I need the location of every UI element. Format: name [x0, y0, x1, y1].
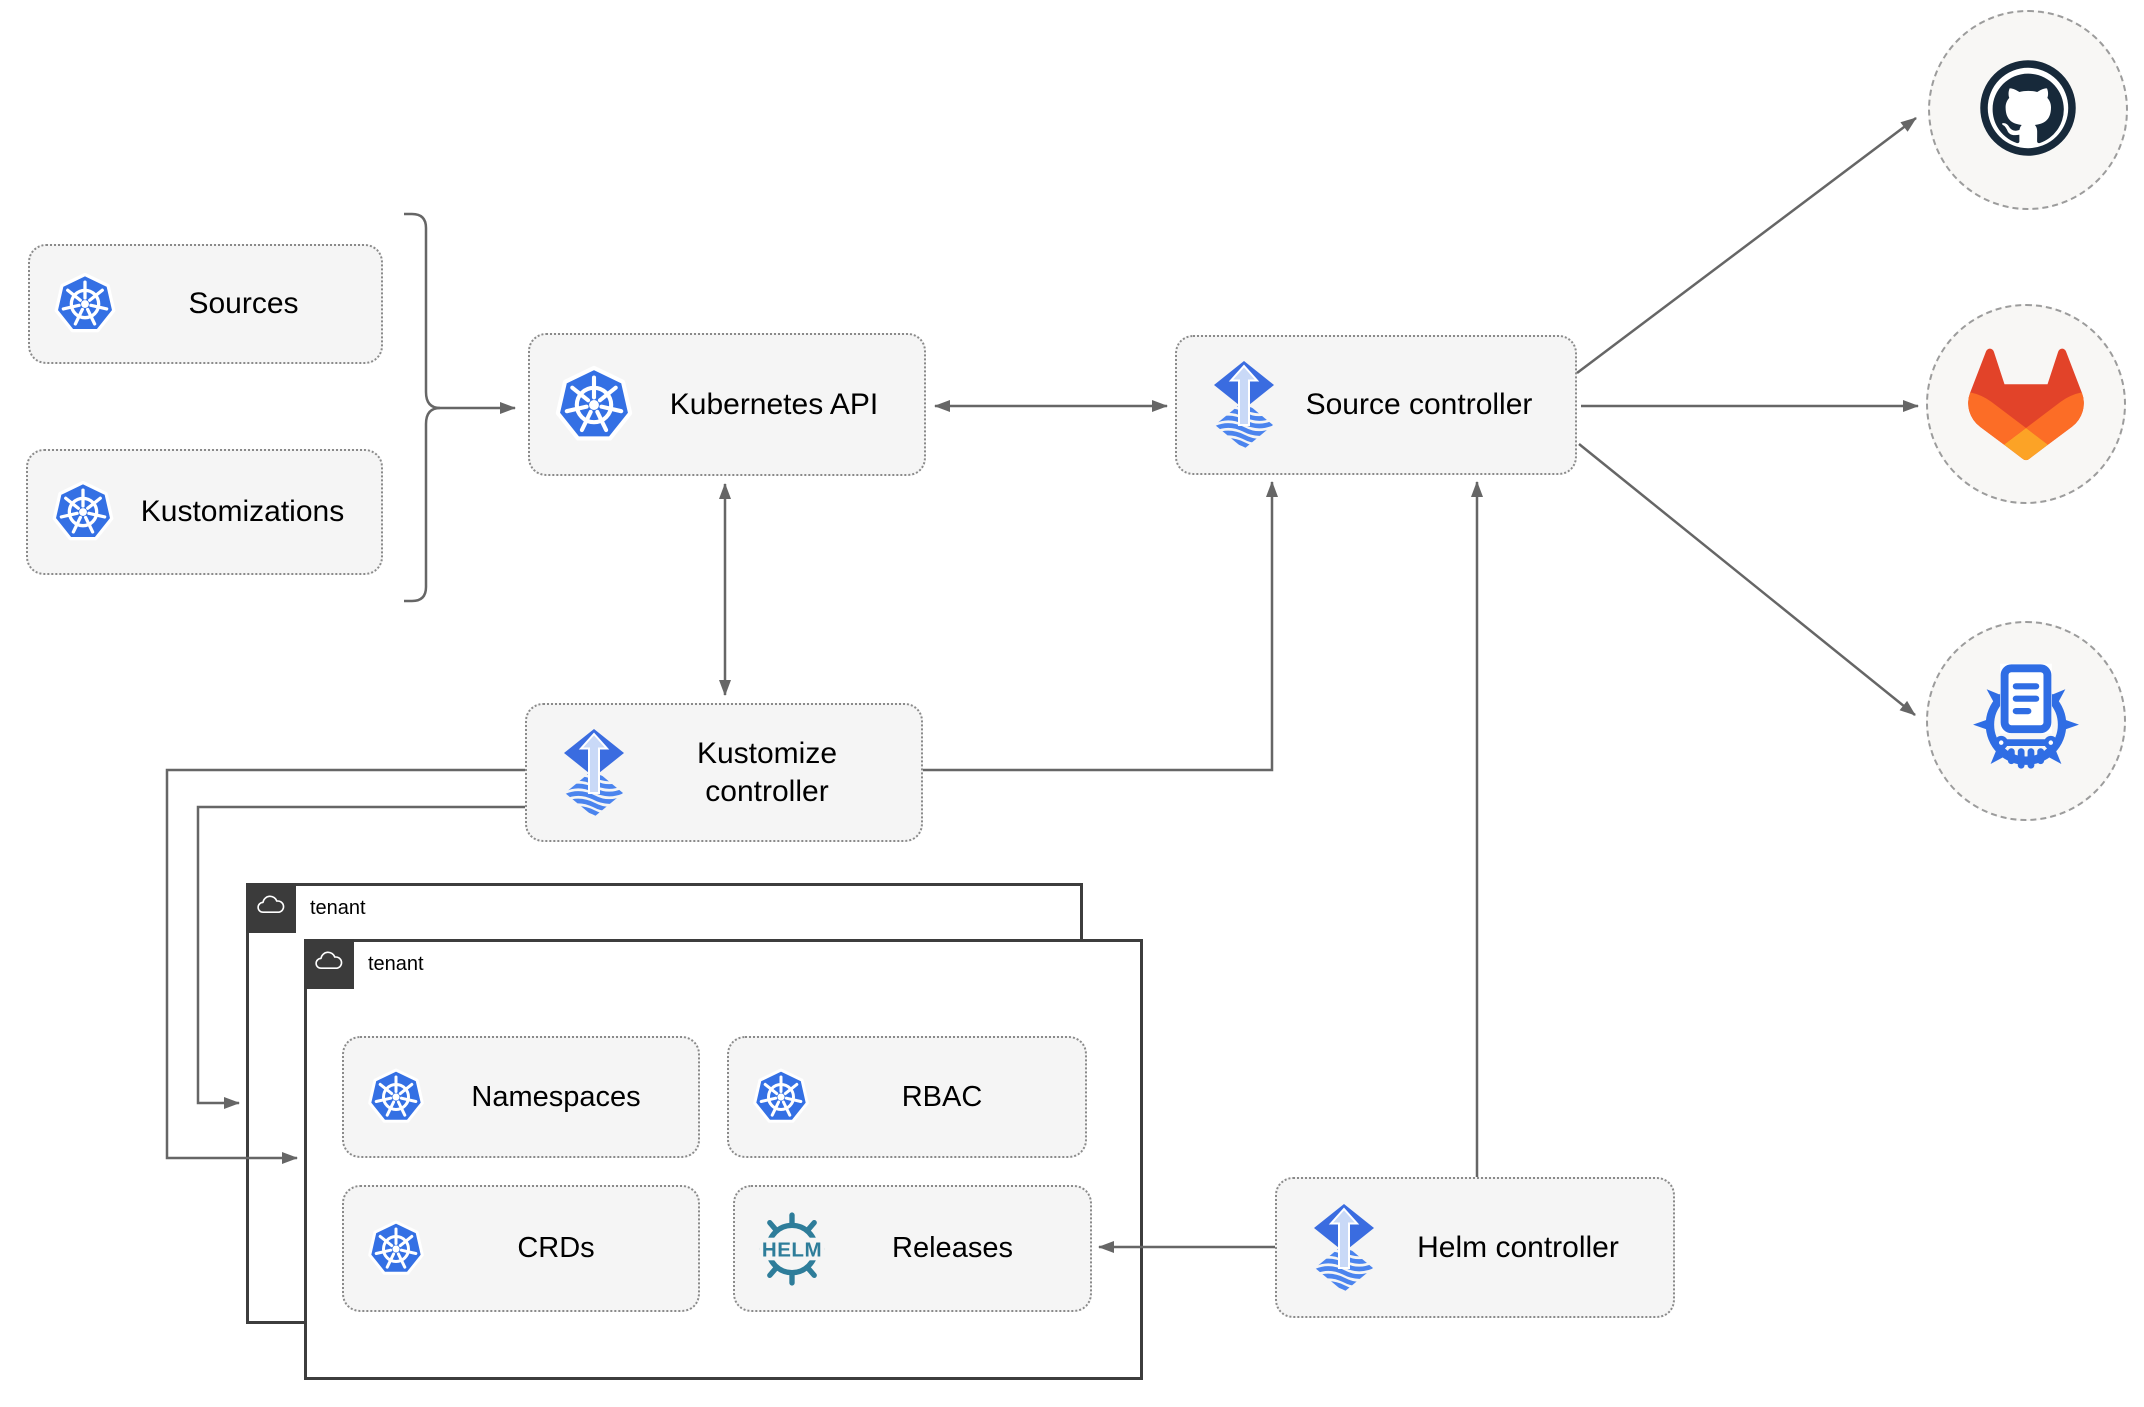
tenant-front-tab: [304, 939, 354, 989]
cloud-icon: [313, 950, 345, 979]
source-controller-box: Source controller: [1175, 335, 1577, 475]
rbac-box: RBAC: [727, 1036, 1087, 1158]
kubernetes-icon: [550, 362, 638, 448]
crds-label: CRDs: [517, 1232, 595, 1265]
kubernetes-api-label: Kubernetes API: [669, 387, 879, 421]
tenant-back-tab: [246, 883, 296, 933]
source-controller-label: Source controller: [1305, 388, 1533, 422]
helm-controller-label: Helm controller: [1417, 1230, 1619, 1264]
kustomize-controller-label: Kustomize controller: [696, 737, 838, 808]
container-registry-target: [1926, 621, 2126, 821]
gitlab-target: [1926, 304, 2126, 504]
flux-icon: [1297, 1202, 1377, 1294]
rbac-label: RBAC: [901, 1080, 983, 1113]
cloud-icon: [255, 894, 287, 923]
kustomizations-label: Kustomizations: [140, 495, 345, 529]
namespaces-box: Namespaces: [342, 1036, 700, 1158]
sources-label: Sources: [188, 287, 299, 321]
kustomizations-box: Kustomizations: [26, 449, 383, 575]
kubernetes-icon: [749, 1066, 813, 1128]
kubernetes-icon: [364, 1066, 428, 1128]
kubernetes-api-box: Kubernetes API: [528, 333, 926, 476]
connector-source-to-registry: [1578, 443, 1916, 716]
helm-wordmark: HELM: [762, 1238, 822, 1261]
bracket-lower: [404, 406, 441, 603]
connector-source-to-github: [1576, 117, 1917, 374]
connector-kustomize-to-source-controller: [923, 481, 1278, 772]
registry-icon: [1964, 657, 2088, 786]
crds-box: CRDs: [342, 1185, 700, 1312]
tenant-back-label: tenant: [310, 897, 366, 919]
releases-label: Releases: [892, 1232, 1013, 1265]
github-icon: [1969, 49, 2087, 172]
tenant-container-front: [304, 939, 1143, 1380]
github-target: [1928, 10, 2128, 210]
helm-icon: HELM: [755, 1211, 829, 1286]
releases-box: HELM Releases: [733, 1185, 1092, 1312]
flux-icon: [547, 727, 627, 819]
sources-box: Sources: [28, 244, 383, 364]
tenant-front-label: tenant: [368, 953, 424, 975]
kubernetes-icon: [48, 478, 118, 546]
bracket-upper: [404, 212, 441, 410]
flux-icon: [1197, 359, 1277, 451]
gitlab-icon: [1963, 343, 2089, 466]
kubernetes-icon: [50, 270, 120, 338]
helm-controller-box: Helm controller: [1275, 1177, 1675, 1318]
namespaces-label: Namespaces: [471, 1080, 641, 1113]
kustomize-controller-box: Kustomize controller: [525, 703, 923, 842]
kubernetes-icon: [364, 1218, 428, 1280]
